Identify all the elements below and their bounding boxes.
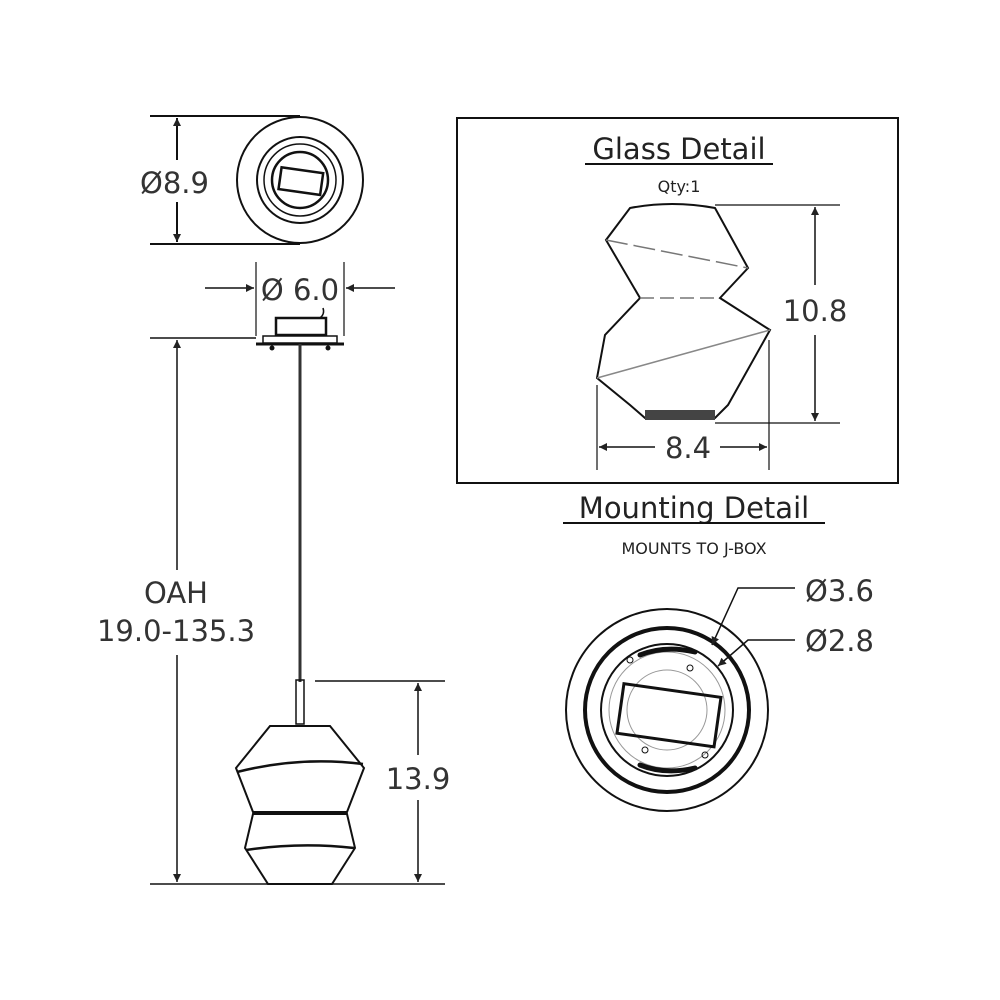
glass-height-label: 10.8 xyxy=(783,294,848,328)
glass-width-label: 8.4 xyxy=(665,431,711,465)
top-diameter-label: Ø8.9 xyxy=(140,166,209,200)
mounting-detail-title: Mounting Detail xyxy=(579,491,809,525)
mounting-subtitle: MOUNTS TO J-BOX xyxy=(621,539,766,558)
glass-detail-panel: Glass Detail Qty:1 10.8 8.4 xyxy=(456,117,899,484)
mounting-detail: Mounting Detail MOUNTS TO J-BOX Ø3.6 Ø2.… xyxy=(563,491,874,812)
top-view: Ø8.9 xyxy=(140,115,364,245)
oah-label: OAH xyxy=(144,576,208,610)
canopy-diameter-label: Ø 6.0 xyxy=(261,273,339,307)
mount-inner-diameter: Ø2.8 xyxy=(805,624,874,658)
pendant-shade: 13.9 xyxy=(234,679,451,885)
canopy-side-view: Ø 6.0 xyxy=(205,262,395,682)
oah-value: 19.0-135.3 xyxy=(97,614,255,648)
mount-outer-diameter: Ø3.6 xyxy=(805,574,874,608)
overall-height-dimension: OAH 19.0-135.3 xyxy=(97,337,445,885)
glass-detail-title: Glass Detail xyxy=(592,132,765,166)
shade-height-label: 13.9 xyxy=(386,762,451,796)
glass-qty: Qty:1 xyxy=(658,177,701,196)
